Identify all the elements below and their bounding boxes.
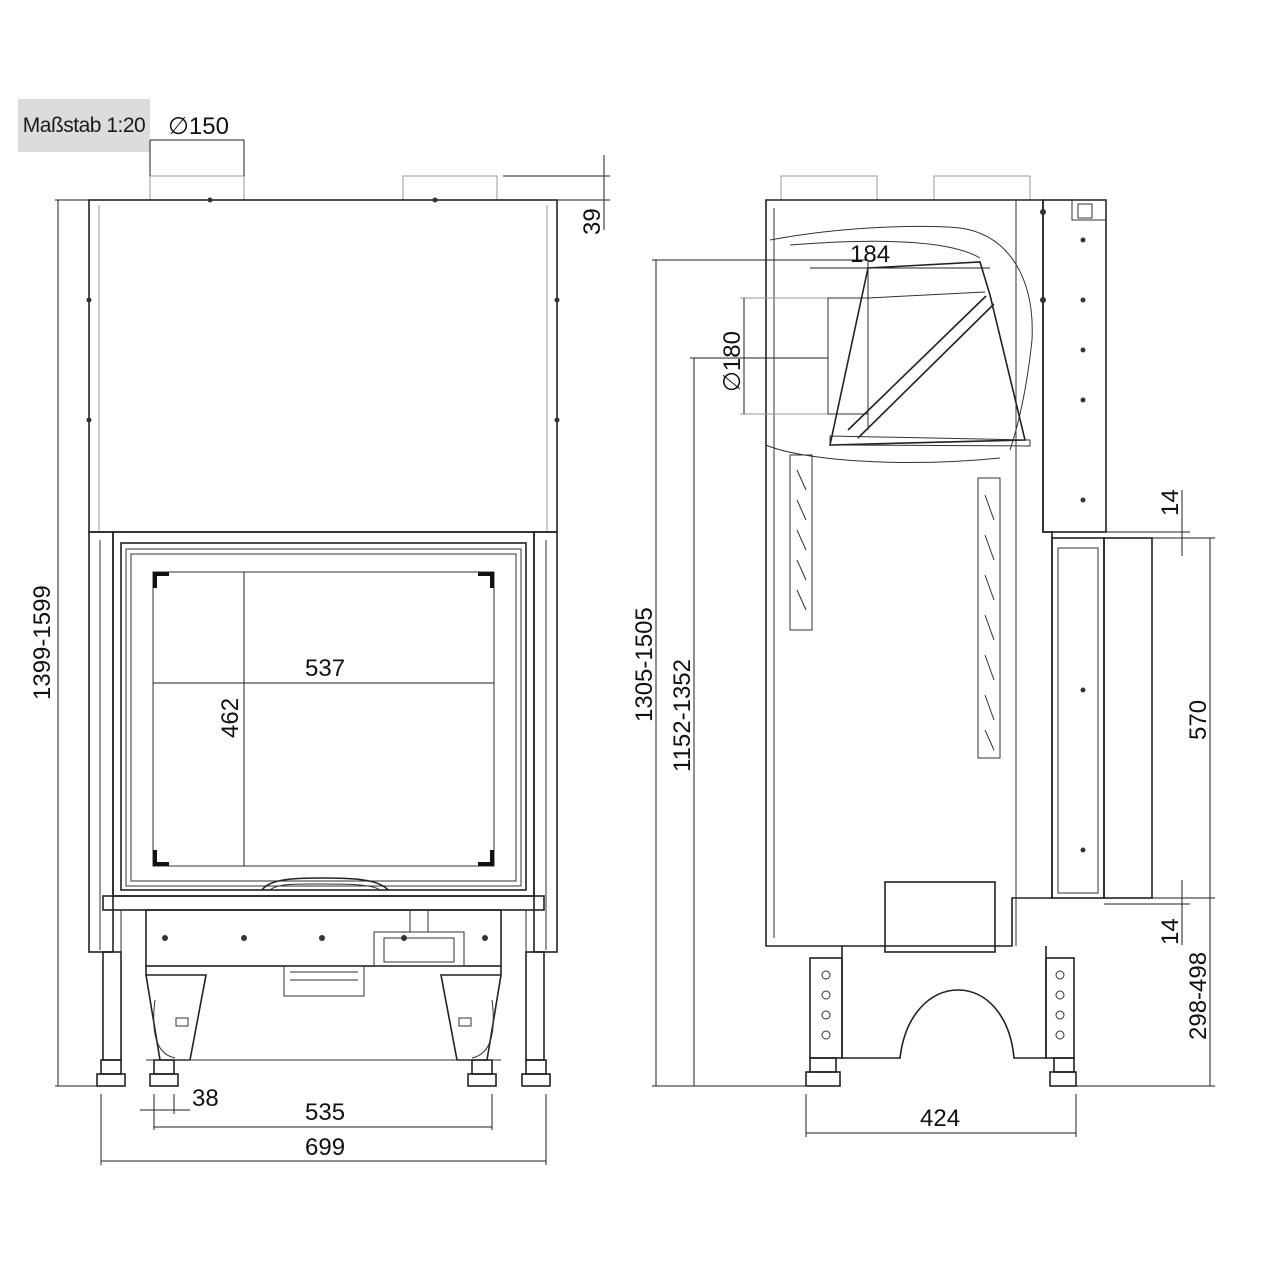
- top-offset-label: 39: [579, 208, 606, 235]
- front-view: [86, 175, 560, 1087]
- flue-diameter-label: ∅150: [168, 113, 229, 140]
- total-width-label: 699: [305, 1134, 345, 1161]
- front-dimensions: [55, 139, 610, 1165]
- side-view: [740, 175, 1153, 1087]
- front-dimension-labels: ∅150 39 1399-1599 537 462 38 535 699: [29, 113, 606, 1161]
- total-height-label: 1399-1599: [29, 585, 56, 700]
- total-depth-label: 424: [920, 1105, 960, 1132]
- height-outer-label: 1305-1505: [631, 607, 658, 722]
- foot-width-label: 38: [192, 1085, 219, 1112]
- side-dimensions: [652, 259, 1215, 1137]
- glass-height-label: 462: [217, 698, 244, 738]
- gap-top-label: 14: [1157, 489, 1184, 516]
- gap-bottom-label: 14: [1157, 918, 1184, 945]
- air-inlet-diameter-label: ∅180: [719, 331, 746, 392]
- height-inner-label: 1152-1352: [669, 659, 696, 772]
- glass-width-label: 537: [305, 655, 345, 682]
- door-height-label: 570: [1185, 700, 1212, 740]
- scale-label: Maßstab 1:20: [18, 99, 150, 152]
- side-dimension-labels: 184 ∅180 1305-1505 1152-1352 14 570 14 2…: [631, 241, 1212, 1132]
- foot-spacing-label: 535: [305, 1099, 345, 1126]
- leg-height-label: 298-498: [1185, 952, 1212, 1040]
- damper-depth-label: 184: [850, 241, 890, 268]
